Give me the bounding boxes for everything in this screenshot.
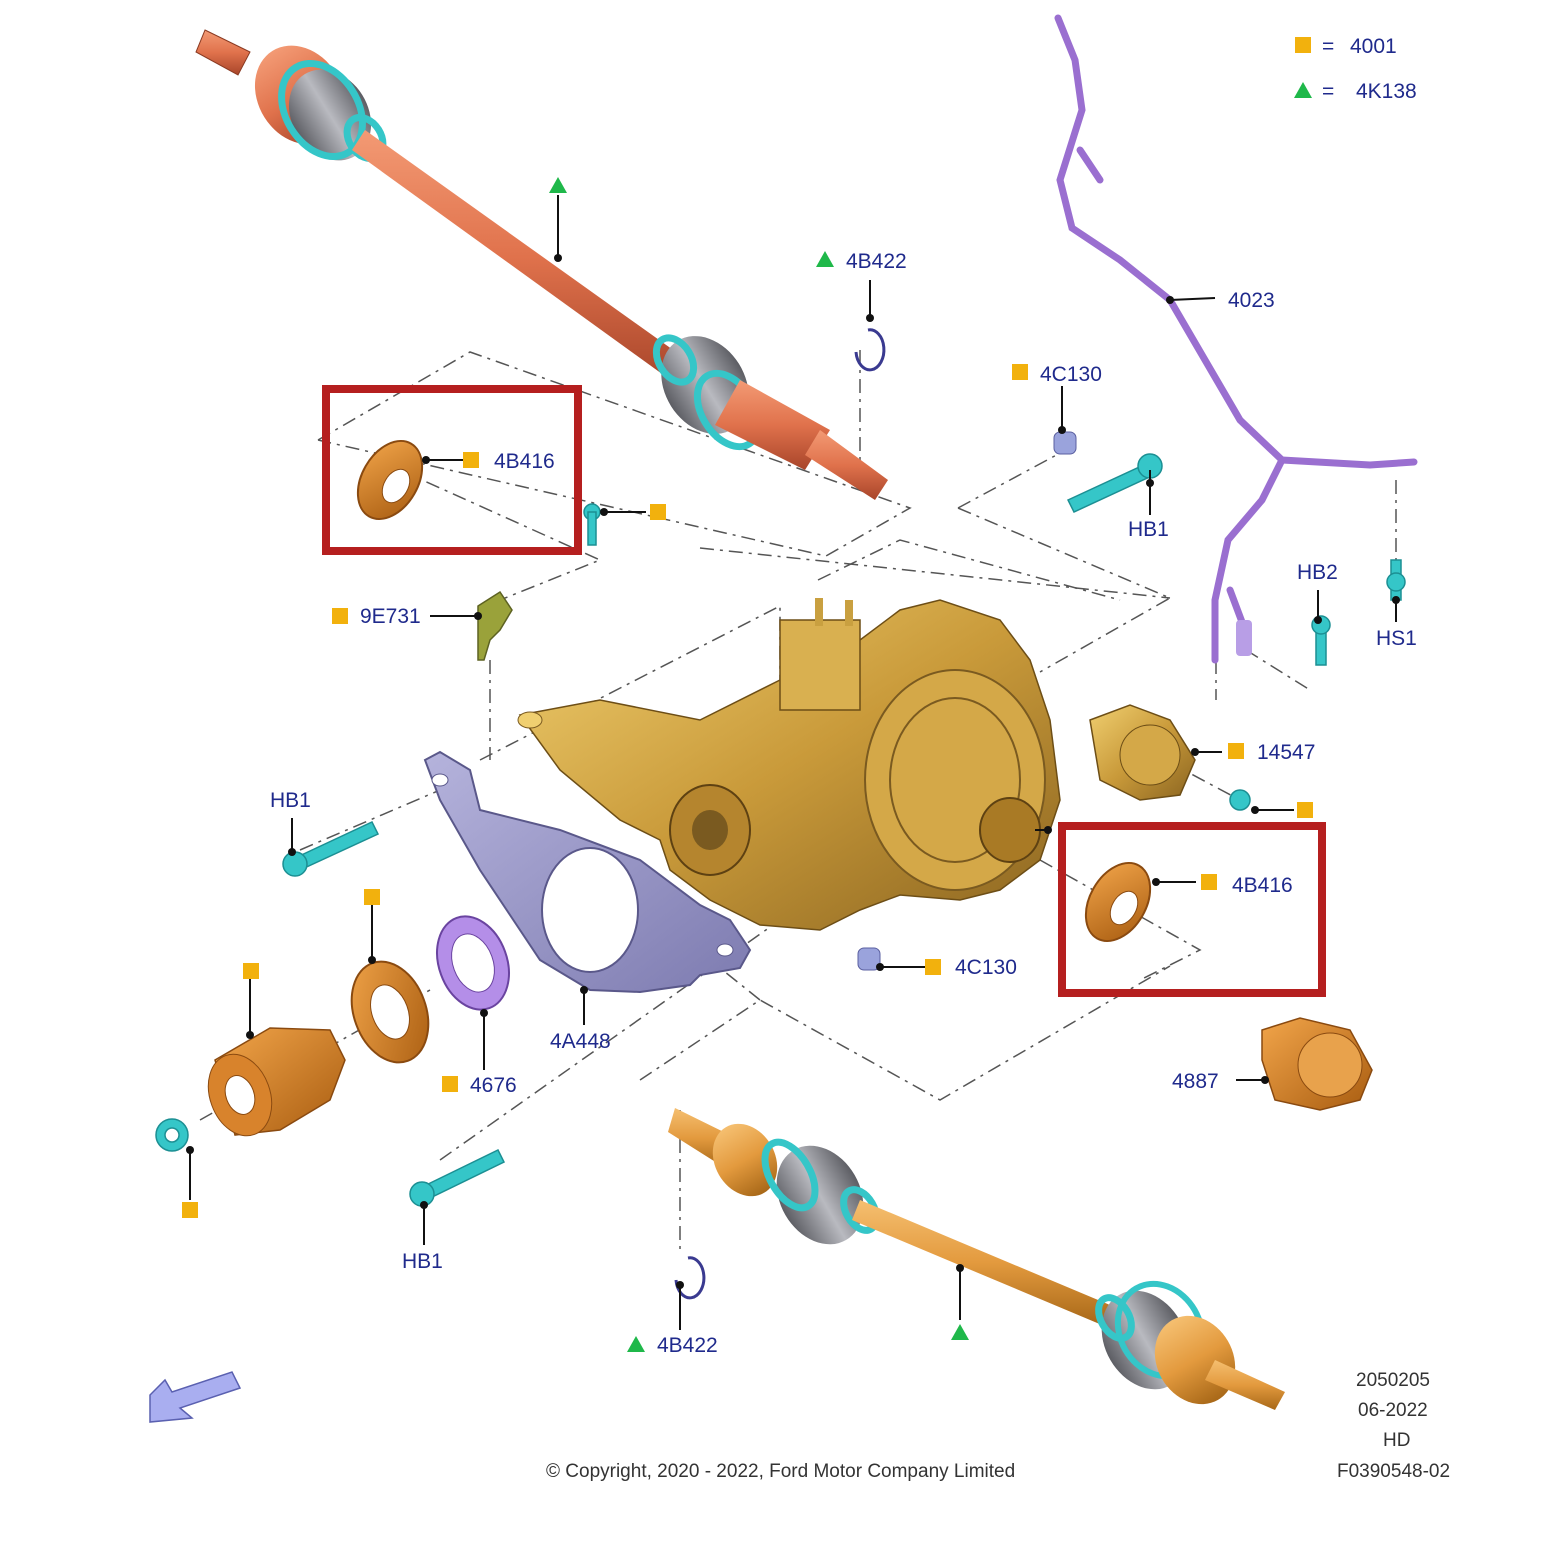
lower-half-shaft	[668, 1108, 1285, 1410]
square-icon-oil-seal	[442, 1076, 458, 1092]
diagram-code-4: F0390548-02	[1337, 1461, 1451, 1482]
copyright-text: © Copyright, 2020 - 2022, Ford Motor Com…	[546, 1461, 1016, 1482]
legend-triangle-icon	[1294, 82, 1312, 98]
square-icon-actuator	[1228, 743, 1244, 759]
cover-part	[1261, 1017, 1373, 1111]
square-icon-flange	[243, 963, 259, 979]
leader-lines	[189, 195, 1397, 1330]
square-icon-seal-left	[463, 452, 479, 468]
label-seal-left: 4B416	[494, 450, 555, 473]
vent-hose	[1054, 14, 1418, 664]
label-oil-seal: 4676	[470, 1074, 517, 1097]
label-bolt-hb2: HB2	[1297, 561, 1338, 584]
label-sensor: 9E731	[360, 605, 421, 628]
label-bushing-top: 4C130	[1040, 363, 1102, 386]
differential-housing	[517, 598, 1061, 931]
legend-square-label: 4001	[1350, 35, 1397, 58]
triangle-icon-upper-shaft	[549, 177, 567, 193]
label-snapring-bottom: 4B422	[657, 1334, 718, 1357]
vent-hose-clip	[1236, 620, 1252, 656]
square-icon-seal-right	[1201, 874, 1217, 890]
label-seal-right: 4B416	[1232, 874, 1293, 897]
speed-sensor	[477, 590, 513, 661]
label-screw-hs1: HS1	[1376, 627, 1417, 650]
square-icon-bolt-actuator	[1297, 802, 1313, 818]
label-bushing-bottom: 4C130	[955, 956, 1017, 979]
square-icon-bushing-top	[1012, 364, 1028, 380]
actuator-part	[1089, 704, 1196, 801]
label-actuator: 14547	[1257, 741, 1316, 764]
diagram-code-3: HD	[1383, 1430, 1411, 1451]
square-icon-sensor	[332, 608, 348, 624]
arrow-down-left-icon	[149, 1371, 242, 1423]
leader-dots	[186, 254, 1400, 1289]
label-vent-hose: 4023	[1228, 289, 1275, 312]
diagram-code-1: 2050205	[1356, 1370, 1430, 1391]
seal-parts	[350, 440, 1152, 1064]
upper-half-shaft	[195, 29, 888, 500]
square-icon-bushing-bottom	[925, 959, 941, 975]
label-bolt-left: HB1	[270, 789, 311, 812]
highlight-box-right-seal	[1058, 822, 1326, 997]
bushings	[857, 431, 1077, 971]
triangle-icon-snapring-top	[816, 251, 834, 267]
legend-equals-1: =	[1322, 35, 1335, 58]
label-bracket: 4A448	[550, 1030, 611, 1053]
highlight-box-left-seal	[322, 385, 582, 555]
label-bolt-bottom: HB1	[402, 1250, 443, 1273]
square-icon-flange-seal	[364, 889, 380, 905]
legend-equals-2: =	[1322, 80, 1335, 103]
square-icon-bolt-upper	[650, 504, 666, 520]
triangle-icon-lower-shaft	[951, 1324, 969, 1340]
mounting-bracket	[423, 750, 752, 994]
label-bolt-top-right: HB1	[1128, 518, 1169, 541]
label-carrier-cover: 4887	[1172, 1070, 1219, 1093]
triangle-icon-snapring-bottom	[627, 1336, 645, 1352]
legend-square-icon	[1295, 37, 1311, 53]
diagram-code-2: 06-2022	[1358, 1400, 1428, 1421]
square-icon-nut	[182, 1202, 198, 1218]
legend-triangle-label: 4K138	[1356, 80, 1417, 103]
label-snapring-top: 4B422	[846, 250, 907, 273]
output-flange	[207, 1027, 346, 1137]
